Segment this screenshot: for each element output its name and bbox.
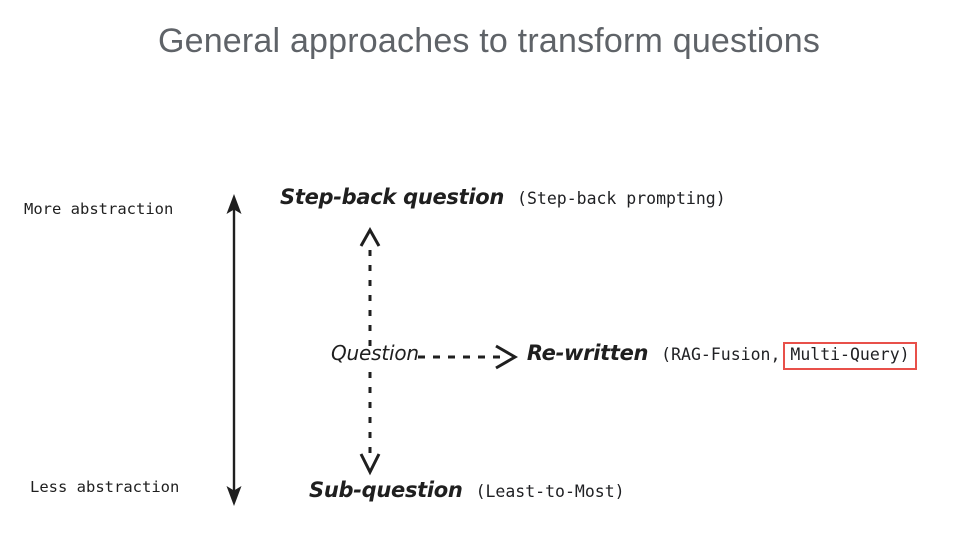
question-source-label: Question [331, 341, 419, 365]
least-to-most-technique-label: (Least-to-Most) [475, 482, 625, 501]
step-back-technique-label: (Step-back prompting) [517, 189, 726, 208]
less-abstraction-label: Less abstraction [30, 478, 180, 496]
sub-question-term: Sub-question [309, 478, 463, 502]
rag-fusion-technique-label: (RAG-Fusion, [661, 345, 781, 364]
multi-query-highlight-box: Multi-Query) [783, 342, 917, 370]
dashed-arrow-right-icon [416, 340, 520, 374]
row-question: Question Re-written (RAG-Fusion, Multi-Q… [331, 341, 917, 370]
re-written-term: Re-written [526, 341, 649, 365]
more-abstraction-label: More abstraction [24, 200, 174, 218]
page-title: General approaches to transform question… [157, 22, 821, 60]
row-sub-question: Sub-question (Least-to-Most) [309, 478, 625, 502]
dashed-arrow-down-icon [354, 372, 386, 476]
abstraction-axis-arrow [216, 192, 252, 508]
row-step-back: Step-back question (Step-back prompting) [280, 185, 726, 209]
step-back-question-term: Step-back question [280, 185, 505, 209]
dashed-arrow-up-icon [354, 226, 386, 348]
multi-query-technique-label: Multi-Query) [790, 345, 910, 364]
